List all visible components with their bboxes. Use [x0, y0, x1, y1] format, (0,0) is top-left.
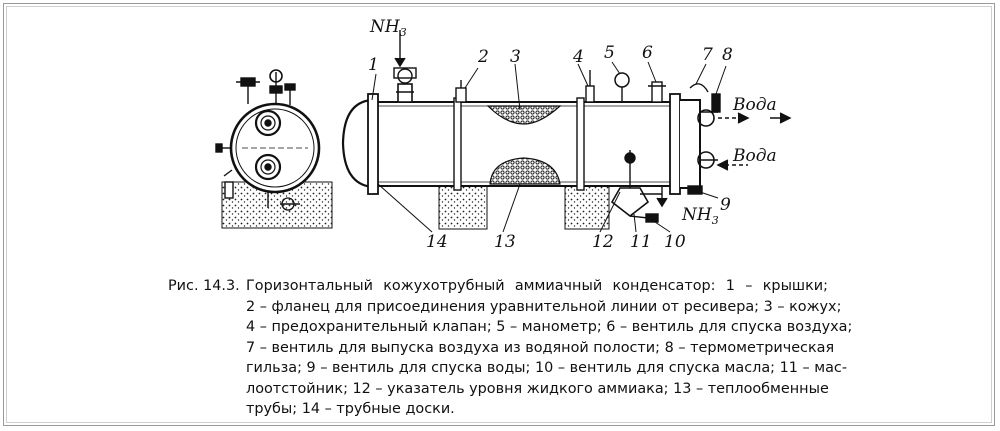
callout-4: 4: [572, 47, 584, 67]
callout-14: 14: [426, 232, 448, 252]
thermowell-8: [711, 93, 721, 113]
nh3-outlet-label: NH3: [681, 205, 719, 227]
oil-pot-11: [610, 187, 650, 218]
figure-label: Рис. 14.3.: [168, 278, 240, 294]
end-view-nozzle-bottom: [254, 153, 282, 181]
callout-5: 5: [604, 43, 615, 63]
flange-2: [455, 87, 467, 103]
caption-body: Горизонтальный кожухотрубный аммиачный к…: [246, 276, 853, 420]
tube-sheet-left: [367, 93, 379, 195]
callout-10: 10: [664, 232, 686, 252]
callout-11: 11: [630, 232, 652, 252]
callout-6: 6: [642, 43, 653, 63]
tube-bundle-top: [486, 105, 562, 125]
callout-numbers: 1 2 3 4 5 6 7 8 9 10 11 12 13 14: [368, 43, 733, 252]
right-cover: [680, 99, 701, 189]
manometer-5: [614, 72, 630, 88]
callout-1: 1: [368, 55, 379, 75]
callout-9: 9: [720, 195, 731, 215]
condenser-diagram: NH3 NH3 Вода Вода 1 2 3 4 5 6 7 8 9 10 1…: [215, 17, 792, 252]
caption-line: 4 – предохранительный клапан; 5 – маноме…: [246, 319, 853, 335]
tube-bundle-bottom: [489, 157, 561, 185]
end-view: [215, 69, 333, 229]
flow-labels: NH3 NH3 Вода Вода: [369, 17, 777, 227]
water-drain-9: [687, 185, 703, 195]
caption-line: трубы; 14 – трубные доски.: [246, 401, 455, 417]
caption-line: гильза; 9 – вентиль для спуска воды; 10 …: [246, 360, 848, 376]
safety-valve-4: [585, 85, 595, 103]
caption-line: 7 – вентиль для выпуска воздуха из водян…: [246, 339, 835, 356]
outer-frame: [3, 3, 995, 426]
nh3-inlet-label: NH3: [369, 17, 407, 39]
end-view-nozzle-top: [254, 109, 282, 137]
water-outlet-label: Вода: [732, 95, 777, 115]
inner-frame: [6, 6, 992, 423]
callout-13: 13: [494, 232, 516, 252]
air-valve-6: [651, 81, 663, 103]
air-release-7: [689, 83, 709, 93]
callout-8: 8: [722, 45, 733, 65]
side-view: [341, 30, 792, 233]
tube-sheet-right: [669, 93, 681, 195]
callout-12: 12: [592, 232, 614, 252]
callout-7: 7: [702, 45, 713, 65]
left-cover: [341, 98, 373, 189]
support-left: [438, 182, 488, 230]
water-inlet-label: Вода: [732, 146, 777, 166]
callout-2: 2: [477, 47, 489, 67]
support-right: [564, 182, 610, 230]
caption-line: 2 – фланец для присоединения уравнительн…: [246, 298, 842, 315]
callout-3: 3: [510, 47, 521, 67]
caption-line: Горизонтальный кожухотрубный аммиачный к…: [246, 278, 828, 294]
caption-line: лоотстойник; 12 – указатель уровня жидко…: [246, 380, 829, 397]
